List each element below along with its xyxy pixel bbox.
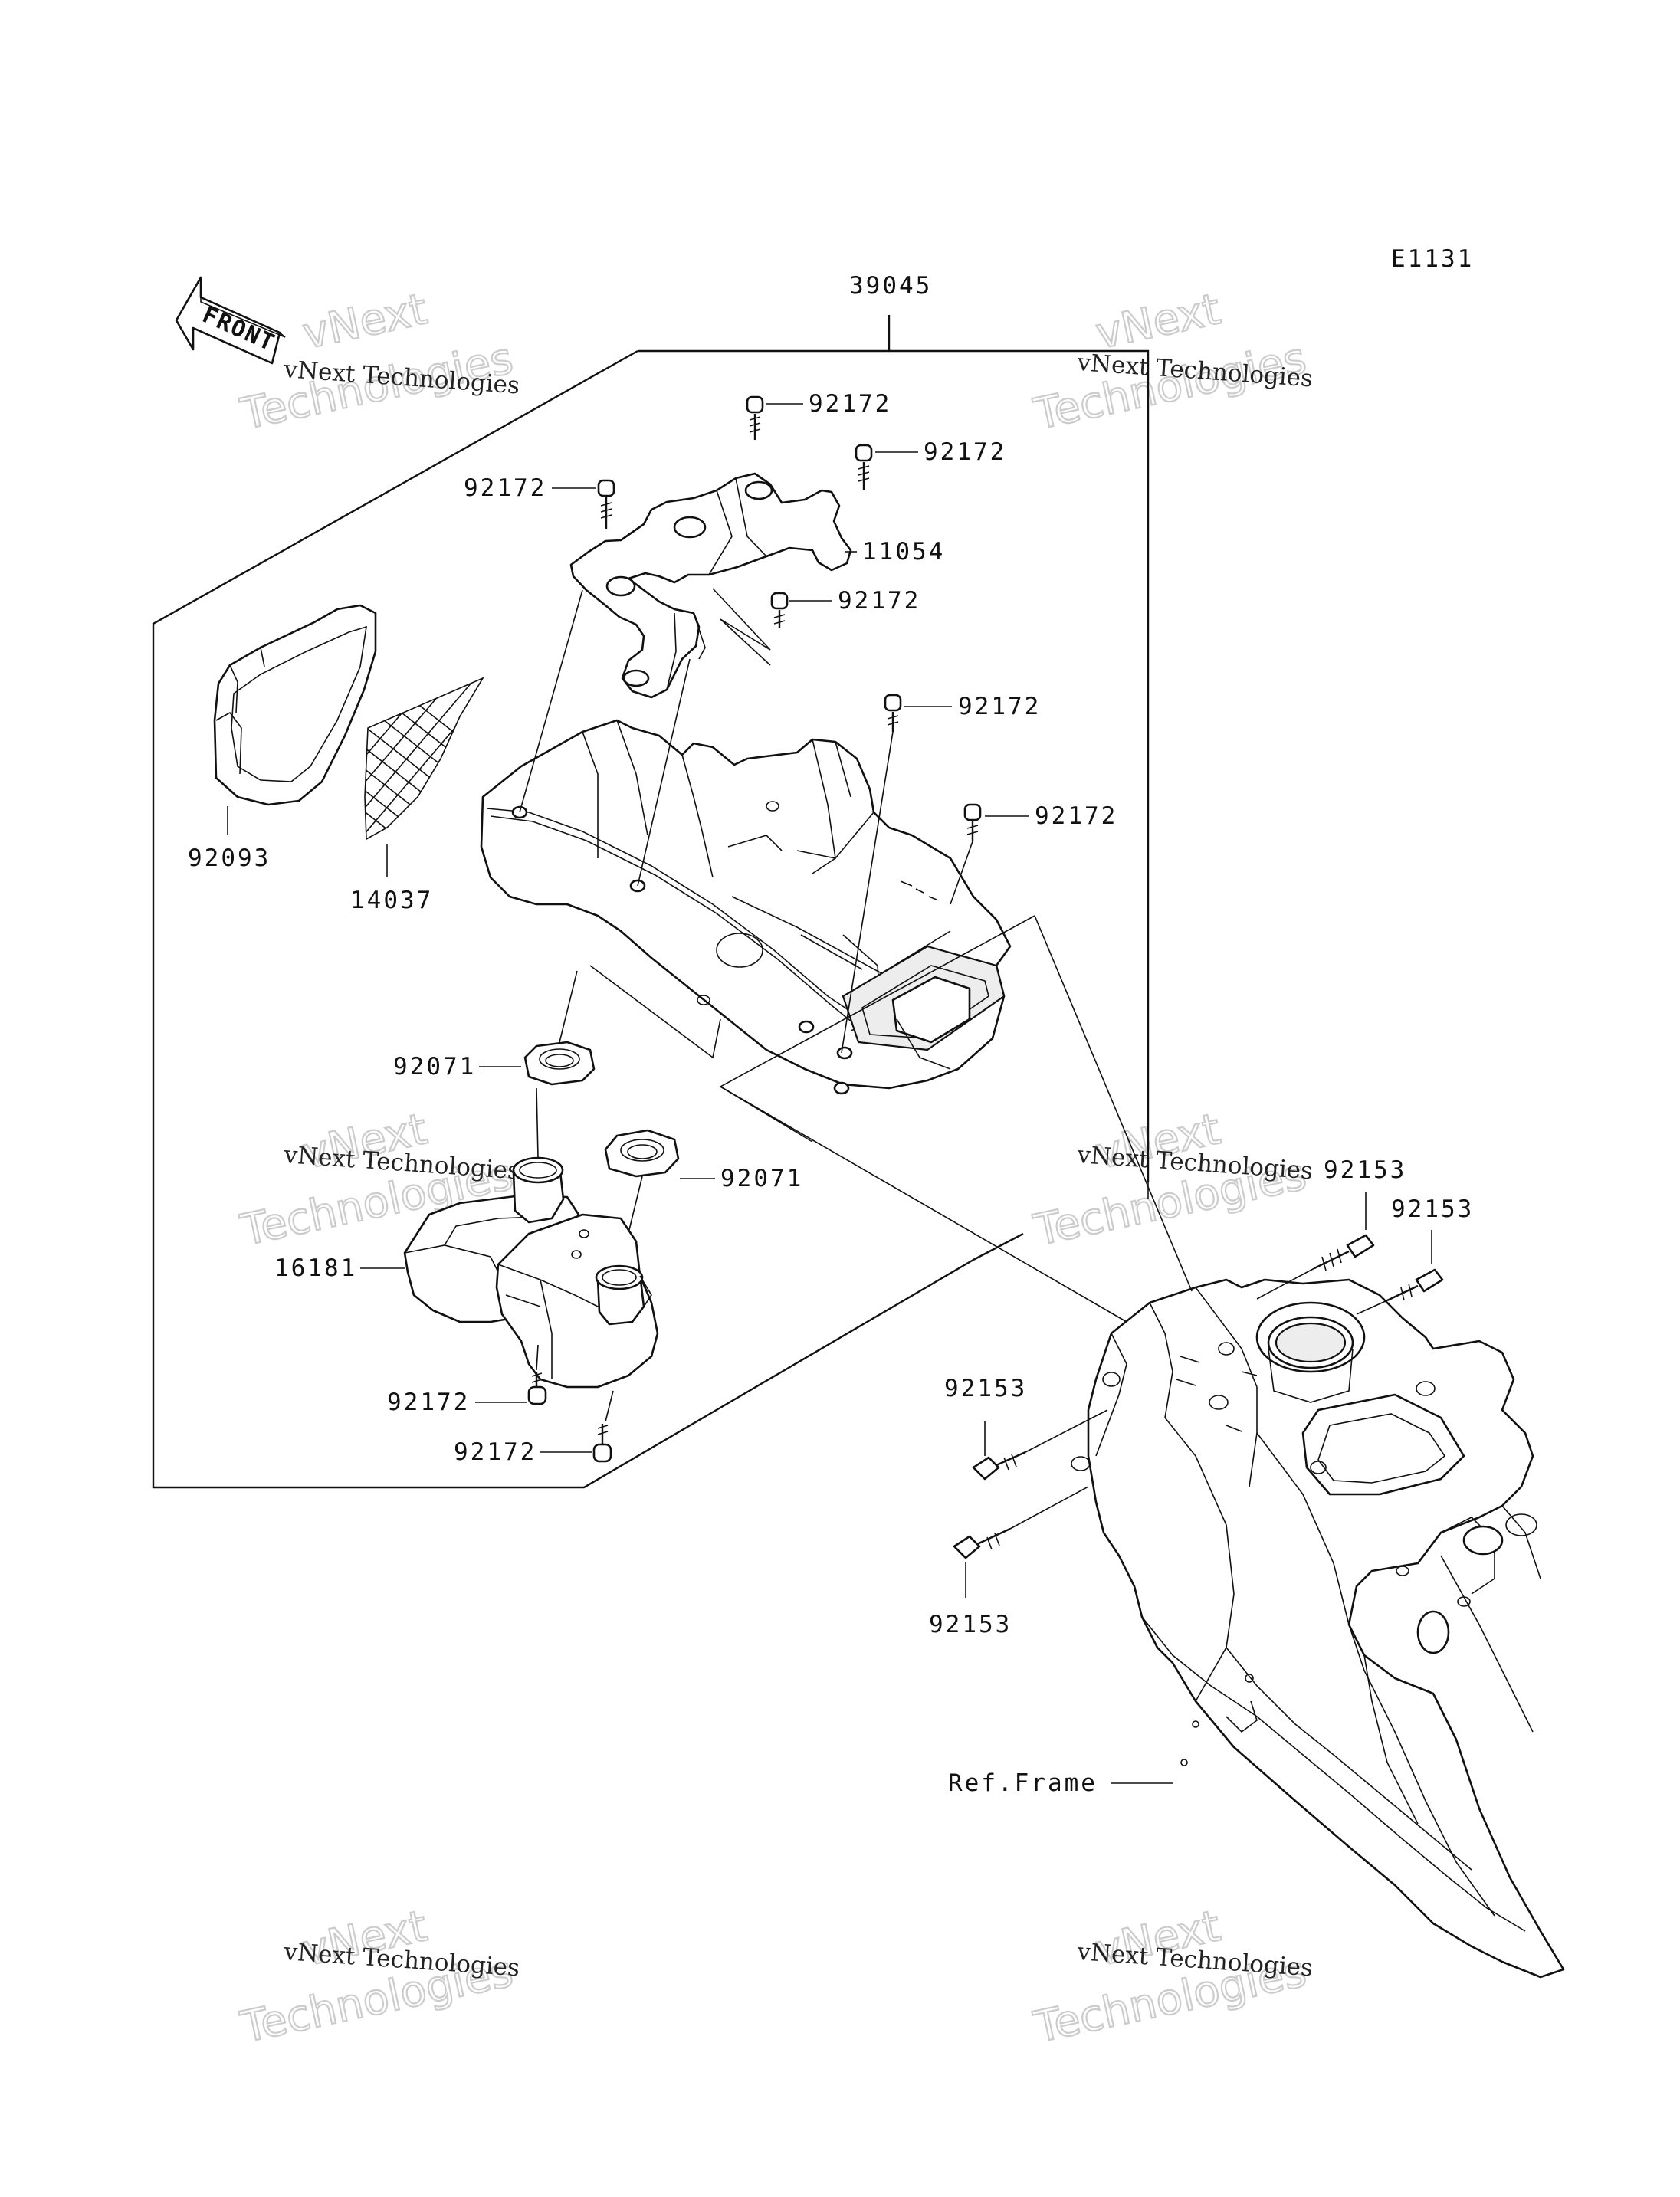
- callout-11054: 11054: [862, 538, 945, 566]
- screw-92172-lower-left: 92172: [387, 1344, 547, 1416]
- projection-lines-frame: [720, 915, 1193, 1323]
- screw-92172-far-right: 92172: [963, 802, 1117, 841]
- screw-92153-lower-1: 92153: [944, 1375, 1108, 1481]
- watermark-bottom-left: vNext Technologies vNext Technologies: [235, 1900, 520, 2054]
- callout-92172: 92172: [464, 474, 546, 502]
- screw-92172-center: 92172: [712, 587, 920, 666]
- intake-cover: 92093: [188, 604, 377, 872]
- screw-92153-upper-2: 92153: [1356, 1195, 1474, 1315]
- screw-92172-mid-right: 92172: [884, 693, 1041, 732]
- front-arrow-icon: FRONT: [175, 276, 286, 365]
- assembly-outline-39045: 39045: [152, 272, 1150, 1489]
- screw-92153-upper-1: 92153: [1256, 1156, 1406, 1300]
- resonator-tank: 16181: [274, 1156, 659, 1389]
- screw-92172-upper-right: 92172: [855, 438, 1006, 490]
- callout-92153: 92153: [929, 1611, 1012, 1638]
- watermark-top-right: vNext Technologies vNext Technologies: [1029, 284, 1314, 441]
- watermark-top-left: vNext Technologies vNext Technologies: [235, 284, 520, 441]
- watermark-mid-right: vNext Technologies vNext Technologies: [1029, 1103, 1314, 1257]
- callout-92172: 92172: [454, 1438, 536, 1466]
- callout-92153: 92153: [944, 1375, 1027, 1402]
- screw-92172-left: 92172: [464, 474, 615, 529]
- callout-14037: 14037: [350, 887, 433, 914]
- motorcycle-frame: Ref.Frame: [948, 1278, 1565, 1979]
- air-duct: [480, 719, 1012, 1095]
- upper-bracket: [569, 472, 852, 699]
- intake-screen-mesh: 14037: [350, 677, 484, 914]
- screw-92172-lower-right: 92172: [454, 1390, 614, 1466]
- watermark-text: vNext: [1091, 284, 1225, 359]
- grommet-92071-left: 92071: [393, 970, 596, 1086]
- callout-92172: 92172: [809, 390, 891, 418]
- callout-92071: 92071: [720, 1165, 803, 1192]
- callout-92153: 92153: [1391, 1195, 1474, 1223]
- callout-92172: 92172: [924, 438, 1006, 466]
- ref-frame-label: Ref.Frame: [948, 1769, 1098, 1797]
- screw-92153-lower-2: 92153: [929, 1486, 1089, 1638]
- watermark-text: vNext: [298, 284, 431, 359]
- callout-92172: 92172: [958, 693, 1041, 720]
- callout-92071: 92071: [393, 1053, 476, 1080]
- callout-92093: 92093: [188, 844, 271, 872]
- grommet-92071-right: 92071: [604, 1129, 803, 1192]
- assembly-label: 39045: [849, 272, 932, 300]
- bracket-callout-11054: 11054: [845, 538, 945, 566]
- callout-92172: 92172: [838, 587, 920, 615]
- watermark-bottom-right: vNext Technologies vNext Technologies: [1029, 1900, 1314, 2054]
- diagram-code: E1131: [1391, 245, 1474, 273]
- callout-16181: 16181: [274, 1254, 357, 1282]
- callout-92172: 92172: [1035, 802, 1117, 830]
- callout-92153: 92153: [1324, 1156, 1406, 1184]
- callout-92172: 92172: [387, 1389, 470, 1416]
- screw-92172-top: 92172: [746, 390, 891, 440]
